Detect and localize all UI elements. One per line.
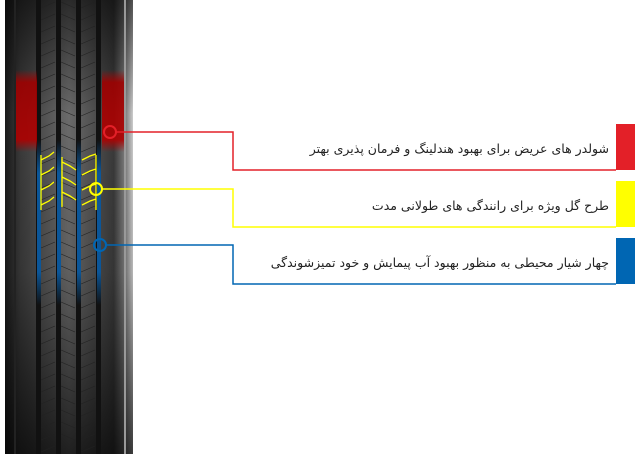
- feature-label-grooves: چهار شیار محیطی به منظور بهبود آب پیمایش…: [270, 255, 609, 270]
- callout-tread: [89, 181, 635, 228]
- tire-image: [5, 0, 133, 454]
- tread-sipes: [40, 1, 96, 453]
- shoulder-color-bar: [616, 124, 635, 170]
- feature-label-tread: طرح گل ویژه برای رانندگی های طولانی مدت: [371, 198, 609, 213]
- tread-color-bar: [616, 181, 635, 227]
- feature-label-shoulder: شولدر های عریض برای بهبود هندلینگ و فرما…: [309, 141, 609, 156]
- callout-grooves: [93, 238, 635, 285]
- groove-highlight: [37, 140, 101, 305]
- callout-shoulder: [103, 124, 635, 171]
- groove-color-bar: [616, 238, 635, 284]
